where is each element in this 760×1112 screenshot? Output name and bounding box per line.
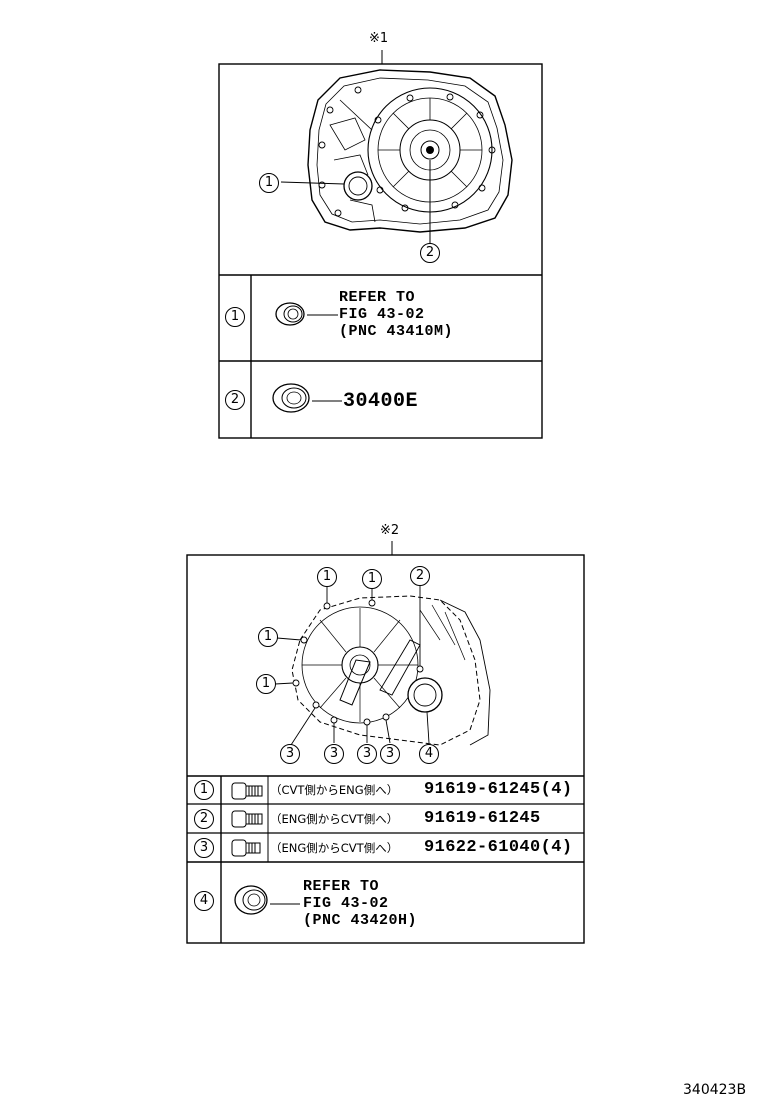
row-1-line-1: REFER TO xyxy=(339,289,416,306)
callout-bottom-3d: 3 xyxy=(380,744,400,764)
diagram-id: 340423B xyxy=(683,1082,747,1098)
part-number-91619-61245-4: 91619-61245(4) xyxy=(424,780,573,799)
row-1-line-3: (PNC 43410M) xyxy=(339,323,454,340)
part-number-91622-61040-4: 91622-61040(4) xyxy=(424,838,573,857)
s2-row-4-text: REFER TO FIG 43-02 (PNC 43420H) xyxy=(303,878,417,929)
s2-row-4-line-2: FIG 43-02 xyxy=(303,895,389,912)
part-number-91619-61245: 91619-61245 xyxy=(424,809,541,828)
row-1-text: REFER TO FIG 43-02 (PNC 43410M) xyxy=(339,289,453,340)
s2-row-num-4: 4 xyxy=(194,891,214,911)
ref-mark-2: ※2 xyxy=(380,523,400,538)
s2-row-num-3: 3 xyxy=(194,838,214,858)
callout-bottom-3c: 3 xyxy=(357,744,377,764)
s2-row-2-desc: （ENG側からCVT側へ） xyxy=(270,812,399,826)
callout-top-1a: 1 xyxy=(317,567,337,587)
s2-row-num-2: 2 xyxy=(194,809,214,829)
s2-row-1-desc: （CVT側からENG側へ） xyxy=(270,783,399,797)
callout-2: 2 xyxy=(420,243,440,263)
s2-row-4-line-1: REFER TO xyxy=(303,878,380,895)
part-number-30400e: 30400E xyxy=(343,390,419,413)
callout-left-1b: 1 xyxy=(256,674,276,694)
s2-row-3-desc: （ENG側からCVT側へ） xyxy=(270,841,399,855)
callout-top-2: 2 xyxy=(410,566,430,586)
row-num-1: 1 xyxy=(225,307,245,327)
callout-bottom-3b: 3 xyxy=(324,744,344,764)
callout-bottom-4: 4 xyxy=(419,744,439,764)
s2-row-4-line-3: (PNC 43420H) xyxy=(303,912,418,929)
transaxle-front-illustration xyxy=(218,50,543,439)
callout-left-1a: 1 xyxy=(258,627,278,647)
callout-bottom-3a: 3 xyxy=(280,744,300,764)
transaxle-rear-illustration xyxy=(186,541,585,944)
ref-mark-1: ※1 xyxy=(369,31,389,46)
callout-1: 1 xyxy=(259,173,279,193)
row-num-2: 2 xyxy=(225,390,245,410)
s2-row-num-1: 1 xyxy=(194,780,214,800)
callout-top-1b: 1 xyxy=(362,569,382,589)
row-1-line-2: FIG 43-02 xyxy=(339,306,425,323)
